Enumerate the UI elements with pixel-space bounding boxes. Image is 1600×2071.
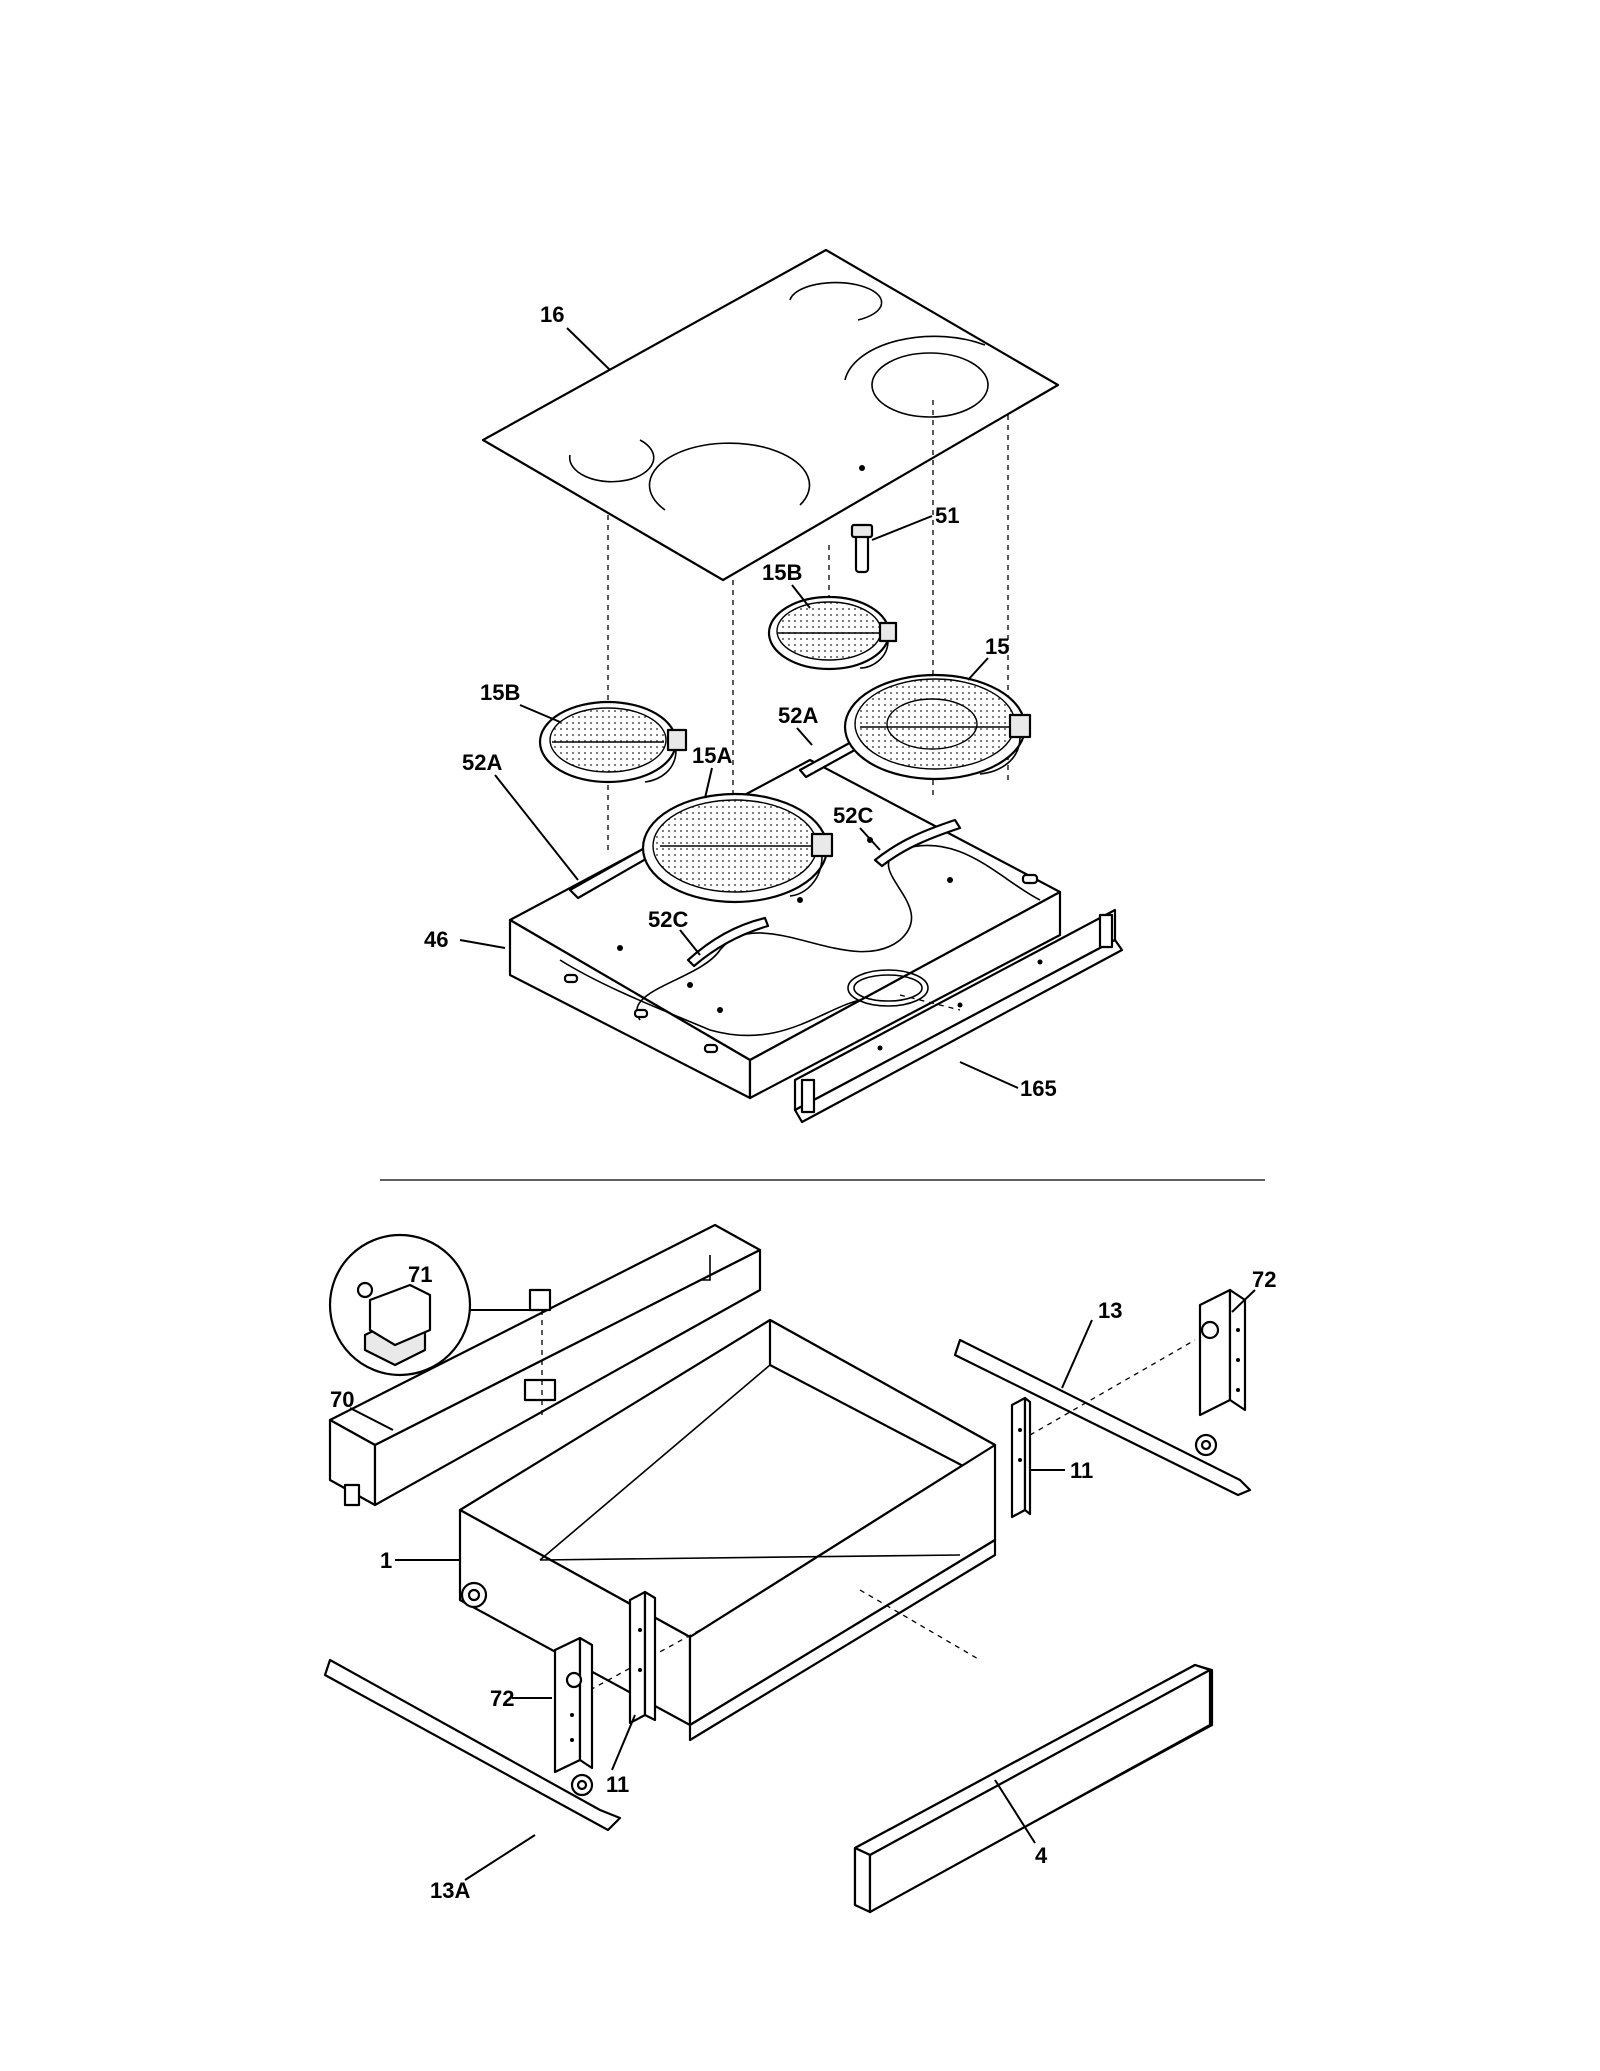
callout-11-right: 11: [1070, 1458, 1093, 1483]
callout-15: 15: [985, 634, 1009, 659]
inset-detail-part-71: [328, 1233, 472, 1377]
callout-13A: 13A: [430, 1878, 470, 1903]
strap-part-52C-left: [686, 916, 770, 968]
radiant-element-part-15B-top: [767, 595, 898, 671]
guide-line: [859, 1589, 981, 1661]
guide-line: [899, 994, 961, 1011]
radiant-element-part-15B-left: [538, 700, 688, 784]
callout-leaders: [349, 327, 1256, 1881]
top-rail-part-70: [328, 1223, 762, 1507]
callout-165: 165: [1020, 1076, 1057, 1101]
callout-4: 4: [1035, 1843, 1048, 1868]
dual-radiant-element-part-15: [843, 673, 1032, 781]
callout-52C-right: 52C: [833, 803, 873, 828]
sensor-part-51: [850, 523, 874, 574]
callout-labels: 16 51 15B 15 15B 52A 15A 52A 52C 46 52C …: [330, 302, 1276, 1903]
slide-bracket-part-72-top: [1198, 1288, 1247, 1417]
callout-46: 46: [424, 927, 448, 952]
callout-52A-right: 52A: [778, 703, 818, 728]
callout-13: 13: [1098, 1298, 1122, 1323]
callout-15B-top: 15B: [762, 560, 802, 585]
callout-70: 70: [330, 1387, 354, 1412]
callout-52A-left: 52A: [462, 750, 502, 775]
glass-cooktop-part-16: [481, 248, 1060, 582]
drawer-bracket-part-11-bottom: [628, 1590, 657, 1725]
callout-72-bottom: 72: [490, 1686, 514, 1711]
strap-part-52C-right: [873, 818, 962, 868]
callout-52C-left: 52C: [648, 907, 688, 932]
callout-72-top: 72: [1252, 1267, 1276, 1292]
callout-1: 1: [380, 1548, 392, 1573]
callout-15B-left: 15B: [480, 680, 520, 705]
callout-11-bottom: 11: [606, 1772, 629, 1797]
drawer-front-panel-part-4: [853, 1663, 1214, 1914]
callout-71: 71: [408, 1262, 432, 1287]
drawer-bracket-part-11-right: [1010, 1396, 1032, 1519]
drawer-slide-part-13A: [323, 1658, 622, 1832]
slide-bracket-part-72-bottom: [553, 1636, 594, 1774]
bracket-part-165: [793, 908, 1124, 1124]
callout-15A: 15A: [692, 743, 732, 768]
radiant-element-part-15A: [641, 792, 834, 904]
callout-51: 51: [935, 503, 959, 528]
drawer-slide-part-13: [953, 1338, 1252, 1497]
callout-16: 16: [540, 302, 564, 327]
guide-line: [1029, 1339, 1196, 1436]
